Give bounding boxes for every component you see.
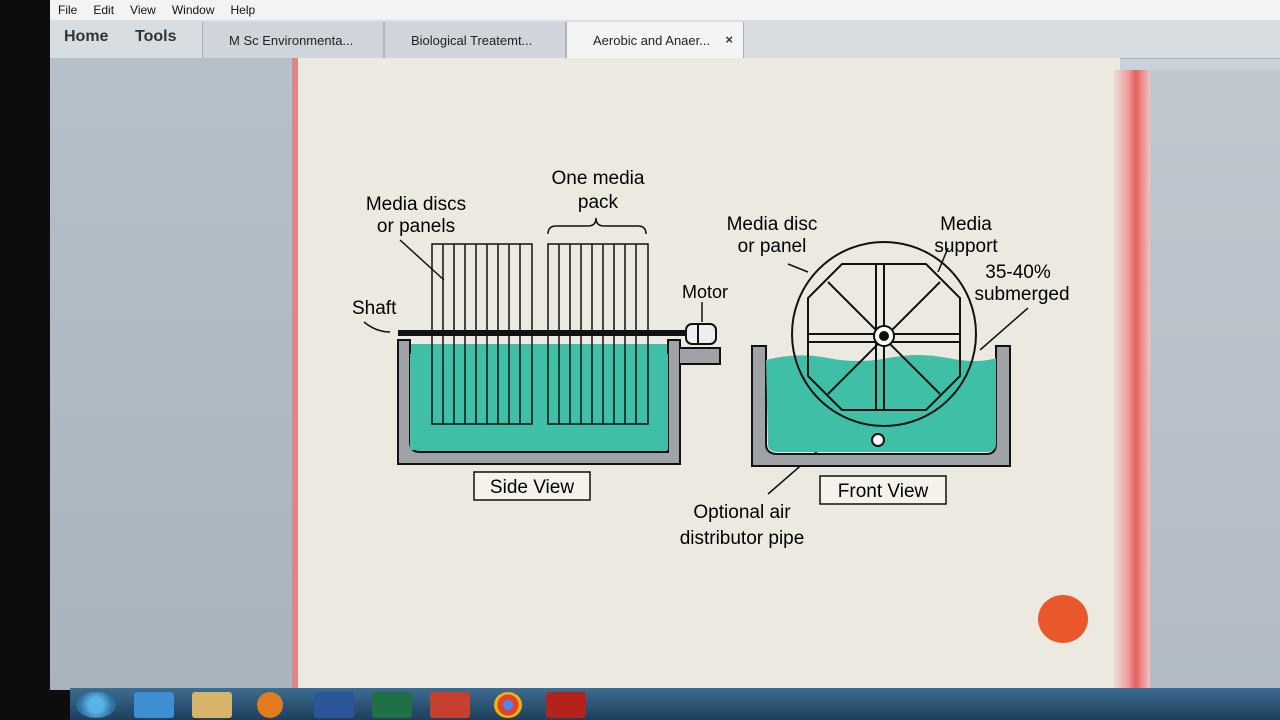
label-pack: pack xyxy=(578,192,619,213)
label-media: Media xyxy=(940,214,992,235)
label-side-view: Side View xyxy=(490,477,574,498)
menu-bar: File Edit View Window Help xyxy=(50,0,1280,20)
right-pane xyxy=(1150,70,1280,690)
tab-label: M Sc Environmenta... xyxy=(229,32,354,48)
chrome-icon[interactable] xyxy=(494,692,522,718)
left-navigation-pane xyxy=(50,58,292,690)
file-explorer-icon[interactable] xyxy=(192,692,232,718)
side-view-caption-box xyxy=(473,471,591,501)
media-wheel xyxy=(791,241,977,447)
excel-icon[interactable] xyxy=(372,692,412,718)
taskbar xyxy=(70,688,1280,720)
app-icon[interactable] xyxy=(430,692,470,718)
menu-help[interactable]: Help xyxy=(230,3,256,17)
menu-file[interactable]: File xyxy=(58,3,78,17)
shaft xyxy=(398,330,686,336)
motor xyxy=(685,323,717,345)
tools-button[interactable]: Tools xyxy=(135,28,177,45)
label-motor: Motor xyxy=(682,282,728,302)
menu-window[interactable]: Window xyxy=(171,3,215,17)
close-icon[interactable]: × xyxy=(725,32,733,47)
label-submerged: submerged xyxy=(974,284,1069,305)
label-media-disc: Media disc xyxy=(727,214,818,235)
screen: File Edit View Window Help Home Tools M … xyxy=(50,0,1280,690)
internet-explorer-icon[interactable] xyxy=(134,692,174,718)
label-percent: 35-40% xyxy=(985,262,1051,283)
pack-brace xyxy=(547,217,647,235)
label-optional-air: Optional air xyxy=(693,502,791,523)
tab-biological-treatment[interactable]: Biological Treatemt... xyxy=(384,22,566,58)
windows-start-icon[interactable] xyxy=(76,692,116,718)
menu-view[interactable]: View xyxy=(130,3,156,17)
tab-label: Biological Treatemt... xyxy=(411,32,533,48)
home-button[interactable]: Home xyxy=(64,28,109,45)
label-or-panel: or panel xyxy=(738,236,807,257)
label-one-media: One media xyxy=(552,168,645,189)
label-support: support xyxy=(934,236,998,257)
front-view-tank xyxy=(751,345,1011,467)
label-front-view: Front View xyxy=(838,481,929,502)
tab-label: Aerobic and Anaer... xyxy=(593,32,711,48)
label-media-discs: Media discs xyxy=(366,194,466,215)
front-view-caption-box xyxy=(819,475,947,505)
menu-edit[interactable]: Edit xyxy=(93,3,115,17)
label-distributor-pipe: distributor pipe xyxy=(680,528,805,549)
document-page: One media pack Media discs or panels Sha… xyxy=(292,58,1120,690)
tab-msc-environmental[interactable]: M Sc Environmenta... xyxy=(202,22,384,58)
acrobat-icon[interactable] xyxy=(546,692,586,718)
word-icon[interactable] xyxy=(314,692,354,718)
tab-bar: Home Tools M Sc Environmenta... Biologic… xyxy=(50,20,1280,59)
label-or-panels: or panels xyxy=(377,216,455,237)
rbc-diagram: One media pack Media discs or panels Sha… xyxy=(352,168,1070,549)
record-button[interactable] xyxy=(1038,595,1088,643)
media-player-icon[interactable] xyxy=(257,692,283,718)
label-shaft: Shaft xyxy=(352,298,397,319)
page-edge xyxy=(1114,70,1150,690)
tab-aerobic-anaerobic[interactable]: Aerobic and Anaer... × xyxy=(566,22,744,58)
